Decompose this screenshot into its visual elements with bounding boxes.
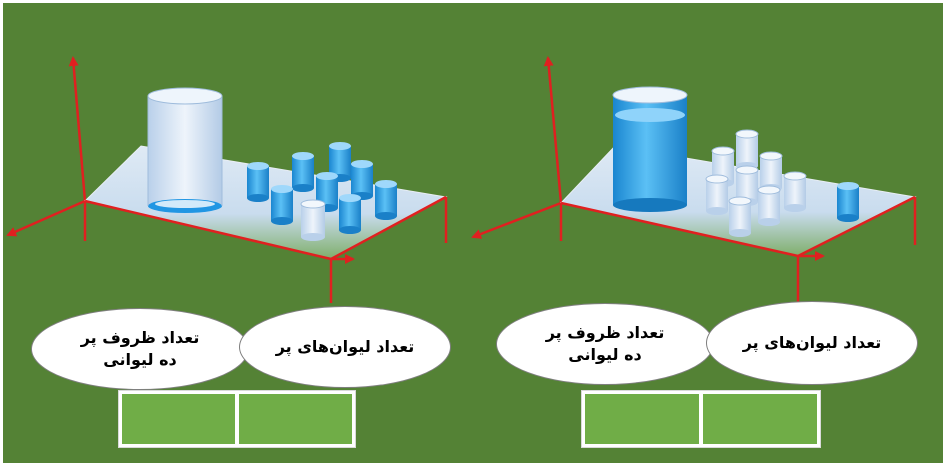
ellipse-full-glasses-left: تعداد لیوان‌های پر [239,306,451,388]
scene-drawing [6,56,917,303]
axis-arrow-icon [68,56,87,202]
answer-cell-containers[interactable] [584,393,700,445]
scene-right [471,56,917,303]
ellipse-text-line2: ده لیوانی [103,350,177,369]
axis-arrow-icon [471,201,562,239]
large-container-icon [612,86,688,212]
small-glass-icon [728,196,752,237]
small-glass-icon [757,185,781,226]
answer-box-right [581,390,821,448]
small-glass-icon [735,129,759,170]
answer-box-left [118,390,356,448]
scene-left [6,56,448,303]
small-glass-icon [339,194,361,234]
small-glass-icon [329,142,351,182]
ellipse-full-containers-left: تعداد ظروف پر ده لیوانی [31,308,249,390]
ellipse-text-line2: ده لیوانی [568,345,642,364]
axis-arrow-icon [543,56,563,204]
large-container-icon [147,87,223,213]
small-glass-icon [351,160,373,200]
small-glass-icon [247,162,269,202]
axis-arrow-icon [6,199,86,237]
small-glass-icon [705,174,729,215]
ellipse-text-line1: تعداد ظروف پر [545,323,665,342]
small-glass-icon [837,182,859,222]
ellipse-text-line1: تعداد لیوان‌های پر [275,337,415,356]
answer-cell-glasses[interactable] [702,393,818,445]
answer-cell-glasses[interactable] [238,393,353,445]
ellipse-text-line1: تعداد ظروف پر [80,328,200,347]
small-glass-icon [375,180,397,220]
ellipse-full-glasses-right: تعداد لیوان‌های پر [706,301,918,385]
answer-cell-containers[interactable] [121,393,236,445]
small-glass-icon [271,185,293,225]
ellipse-text-line1: تعداد لیوان‌های پر [742,333,882,352]
small-glass-icon [292,152,314,192]
small-glass-icon [300,199,326,241]
ellipse-full-containers-right: تعداد ظروف پر ده لیوانی [496,303,714,385]
small-glass-icon [783,171,807,212]
diagram-canvas: تعداد ظروف پر ده لیوانی تعداد لیوان‌های … [3,3,943,463]
